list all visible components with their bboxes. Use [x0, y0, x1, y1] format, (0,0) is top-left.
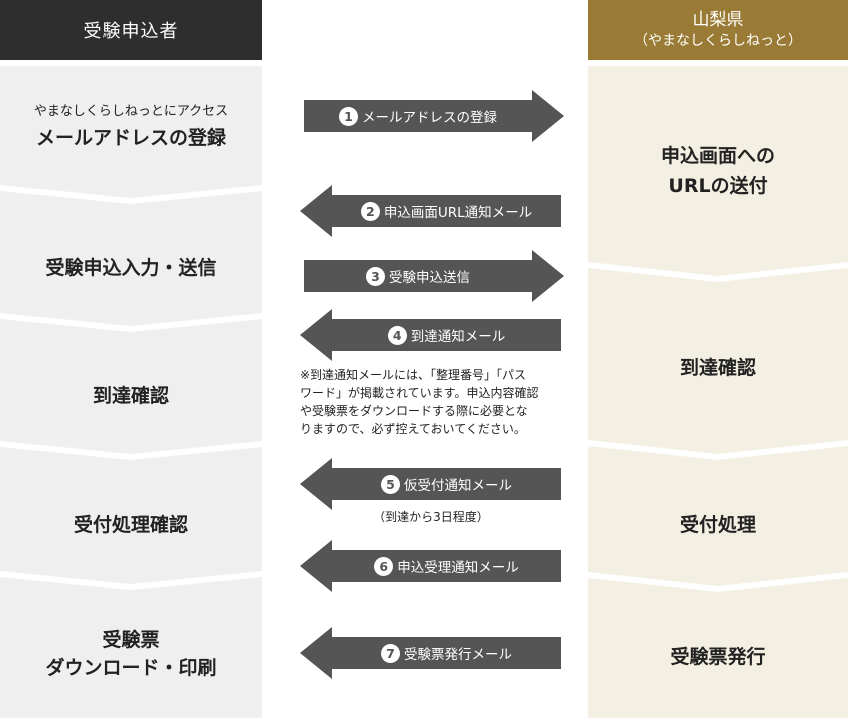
left-step-4-main: 受付処理確認	[73, 514, 188, 536]
step-number-badge: 1	[339, 106, 358, 126]
arrow-2-label: 申込画面URL通知メール	[383, 205, 533, 221]
step-number-badge: 3	[366, 266, 385, 286]
applicant-header: 受験申込者	[0, 0, 262, 60]
left-section-2	[0, 191, 262, 326]
arrow-6: 6 申込受理通知メール	[332, 550, 561, 582]
right-step-3: 受付処理	[588, 510, 848, 540]
prefecture-header: 山梨県 （やまなしくらしねっと）	[588, 0, 848, 60]
arrow-3: 3 受験申込送信	[304, 260, 532, 292]
arrow-1: 1 メールアドレスの登録	[304, 100, 532, 132]
step-number-badge: 4	[387, 325, 407, 345]
prefecture-header-title: 山梨県	[692, 10, 744, 30]
left-section-3	[0, 319, 262, 454]
arrow-4-shape	[300, 309, 561, 361]
right-step-1-line1: 申込画面への	[660, 145, 775, 167]
right-step-3-main: 受付処理	[679, 514, 756, 536]
left-step-1-small: やまなしくらしねっとにアクセス	[33, 104, 229, 119]
right-section-4	[588, 578, 848, 718]
left-step-3: 到達確認	[0, 382, 262, 410]
right-step-2: 到達確認	[588, 353, 848, 383]
arrival-note-line: や受験票をダウンロードする際に必要とな	[300, 404, 528, 418]
left-step-5-line2: ダウンロード・印刷	[45, 657, 217, 679]
left-step-3-main: 到達確認	[92, 385, 169, 407]
provisional-note: （到達から3日程度）	[373, 510, 489, 524]
right-step-1: 申込画面への URLの送付	[588, 141, 848, 201]
step-number-badge: 5	[381, 474, 400, 494]
step-number-badge: 6	[374, 556, 394, 576]
left-step-4: 受付処理確認	[0, 511, 262, 539]
right-step-4-main: 受験票発行	[670, 646, 766, 668]
left-section-1	[0, 66, 262, 198]
step-number-badge: 2	[360, 201, 380, 221]
right-section-2	[588, 268, 848, 454]
arrow-1-shape	[304, 90, 564, 142]
right-step-4: 受験票発行	[588, 642, 848, 672]
arrow-1-label: メールアドレスの登録	[362, 110, 497, 126]
arrival-note-line: りますので、必ず控えておいてください。	[300, 422, 526, 436]
left-section-5	[0, 577, 262, 718]
left-step-2: 受験申込入力・送信	[0, 254, 262, 282]
arrival-note-line: ワード」が掲載されています。申込内容確認	[300, 386, 539, 400]
arrow-5: 5 仮受付通知メール	[332, 468, 561, 500]
left-section-4	[0, 447, 262, 584]
arrow-2-shape	[300, 185, 561, 237]
left-step-5: 受験票 ダウンロード・印刷	[0, 626, 262, 682]
right-step-2-main: 到達確認	[679, 357, 756, 379]
arrow-6-label: 申込受理通知メール	[397, 560, 519, 576]
arrow-4-label: 到達通知メール	[410, 329, 506, 345]
arrow-7: 7 受験票発行メール	[332, 637, 561, 669]
arrow-6-shape	[300, 540, 561, 592]
applicant-header-title: 受験申込者	[83, 21, 179, 42]
right-section-1	[588, 66, 848, 276]
arrow-2: 2 申込画面URL通知メール	[332, 195, 561, 227]
arrow-5-shape	[300, 458, 561, 510]
left-step-5-line1: 受験票	[102, 629, 160, 651]
step-number-badge: 7	[381, 643, 400, 663]
left-step-1-main: メールアドレスの登録	[35, 127, 226, 149]
prefecture-header-subtitle: （やまなしくらしねっと）	[634, 33, 802, 49]
arrow-3-shape	[304, 250, 564, 302]
right-section-3	[588, 446, 848, 586]
right-step-1-line2: URLの送付	[668, 175, 768, 197]
arrow-3-label: 受験申込送信	[389, 270, 470, 286]
arrival-note: ※到達通知メールには、「整理番号」「パス ワード」が掲載されています。申込内容確…	[300, 366, 570, 438]
arrow-7-label: 受験票発行メール	[404, 647, 512, 663]
arrow-5-label: 仮受付通知メール	[404, 478, 512, 494]
arrival-note-line: ※到達通知メールには、「整理番号」「パス	[300, 368, 527, 382]
arrow-4: 4 到達通知メール	[332, 319, 561, 351]
arrow-7-shape	[300, 627, 561, 679]
left-step-1: やまなしくらしねっとにアクセス メールアドレスの登録	[0, 100, 262, 152]
left-step-2-main: 受験申込入力・送信	[45, 257, 217, 279]
